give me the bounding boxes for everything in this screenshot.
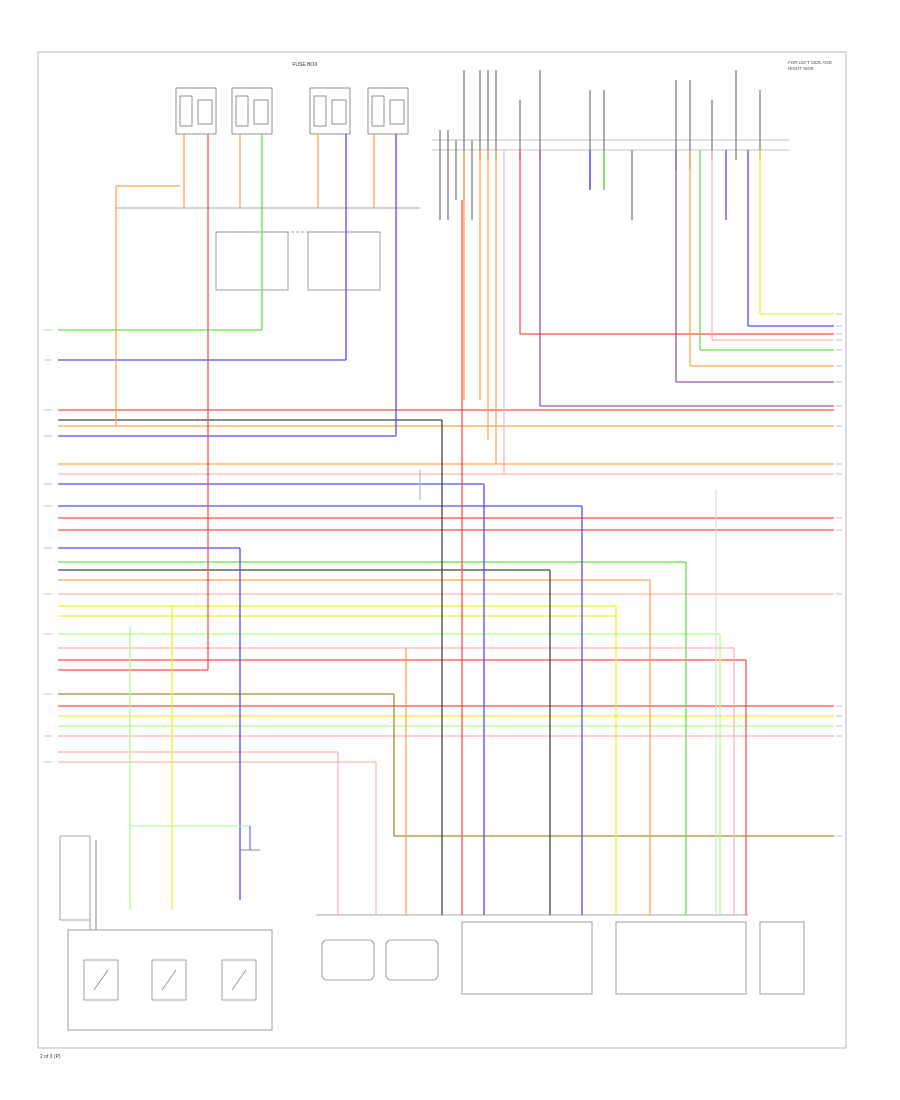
relay-group <box>175 87 409 135</box>
center-switch-block <box>215 231 381 291</box>
bottom-sensors <box>316 914 748 981</box>
top-connector-strip <box>432 139 790 151</box>
bottom-left-fuse <box>59 835 91 930</box>
bottom-connector-blocks <box>461 921 805 995</box>
bottom-switch-3 <box>221 959 257 1001</box>
bottom-block-c <box>759 921 805 995</box>
bottom-left-switch-box <box>67 929 273 1031</box>
sensor-left <box>321 939 375 981</box>
vertical-wires <box>115 134 761 915</box>
header-block-label: FUSE BOX <box>292 62 318 68</box>
bottom-block-a <box>461 921 593 995</box>
left-edge-markers <box>44 329 52 763</box>
horizontal-wires <box>58 185 834 837</box>
switch-box-left <box>215 231 289 291</box>
sensor-right <box>385 939 439 981</box>
bottom-block-b <box>615 921 747 995</box>
bottom-switch-1 <box>83 959 119 1001</box>
right-edge-markers <box>836 313 842 837</box>
bottom-switch-2 <box>151 959 187 1001</box>
diagram-border <box>37 51 847 1049</box>
range-switch-connector <box>95 825 260 930</box>
switch-box-right <box>307 231 381 291</box>
page-code: 2 of 3 (P) <box>40 1054 61 1060</box>
